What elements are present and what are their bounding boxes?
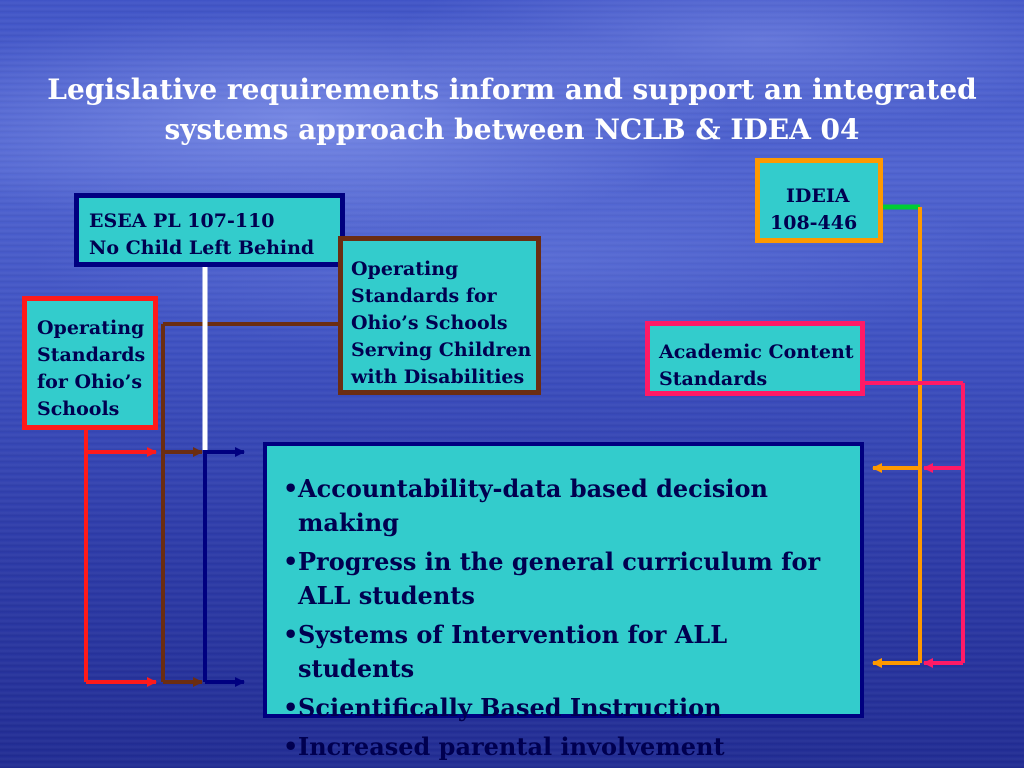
disabilities-standards-line: with Disabilities (351, 366, 525, 388)
ideia-box: IDEIA 108-446 (755, 158, 883, 243)
pink-connector (864, 381, 965, 668)
disabilities-standards-line: Ohio’s Schools (351, 312, 508, 334)
disabilities-standards-box: Operating Standards for Ohio’s Schools S… (338, 236, 541, 395)
slide-title: Legislative requirements inform and supp… (40, 70, 984, 150)
outcome-item: Systems of Intervention for ALL students (283, 618, 850, 686)
navy-connector (203, 447, 245, 687)
brown-connector (161, 322, 340, 687)
academic-content-standards-box: Academic Content Standards (645, 321, 865, 396)
academic-content-line-1: Academic Content (659, 341, 854, 363)
esea-nclb-box: ESEA PL 107-110 No Child Left Behind (74, 193, 345, 267)
ohio-standards-line: Operating (37, 317, 145, 339)
ohio-standards-line: Standards (37, 344, 146, 366)
outcome-item: Increased parental involvement (283, 730, 850, 764)
esea-line-1: ESEA PL 107-110 (89, 210, 275, 232)
title-line-1: Legislative requirements inform and supp… (47, 73, 977, 106)
esea-line-2: No Child Left Behind (89, 237, 315, 259)
outcome-item: Accountability-data based decision makin… (283, 472, 850, 540)
disabilities-standards-line: Serving Children (351, 339, 532, 361)
outcomes-list: Accountability-data based decision makin… (283, 472, 850, 764)
outcome-item: Progress in the general curriculum for A… (283, 545, 850, 613)
outcomes-box: Accountability-data based decision makin… (263, 442, 864, 764)
ohio-standards-box: Operating Standards for Ohio’s Schools (22, 296, 158, 430)
orange-connector (872, 207, 922, 668)
academic-content-line-2: Standards (659, 368, 768, 390)
title-line-2: systems approach between NCLB & IDEA 04 (164, 113, 860, 146)
ohio-standards-line: for Ohio’s (37, 371, 143, 393)
outcome-item: Scientifically Based Instruction (283, 691, 850, 725)
ohio-standards-line: Schools (37, 398, 120, 420)
ideia-line-2: 108-446 (770, 212, 858, 234)
ideia-line-1: IDEIA (786, 185, 850, 207)
red-connector (84, 428, 157, 687)
disabilities-standards-line: Standards for (351, 285, 497, 307)
disabilities-standards-line: Operating (351, 258, 459, 280)
